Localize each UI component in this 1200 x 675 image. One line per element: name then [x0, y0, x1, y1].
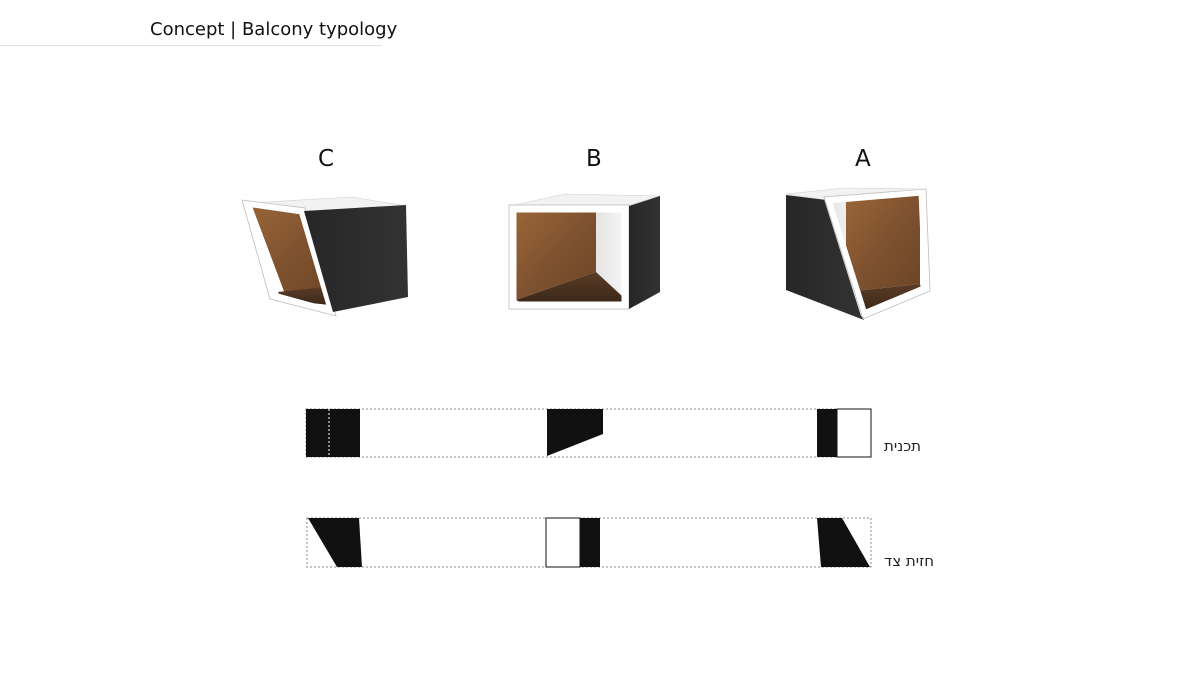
balcony-a-frame-edge: [823, 188, 931, 320]
balcony-c-side-shell: [304, 205, 408, 312]
balcony-b-inner-wall: [596, 210, 622, 296]
balcony-a-floor: [846, 284, 922, 312]
balcony-b-side-shell: [629, 196, 660, 309]
balcony-model-c: [241, 196, 408, 317]
plan-c-block: [306, 409, 360, 457]
balcony-c-frame-edge: [241, 199, 337, 317]
plan-b-block: [547, 409, 603, 456]
balcony-b-floor: [516, 272, 622, 302]
plan-a-dark-block: [817, 409, 837, 457]
side-c-block: [308, 518, 362, 567]
header-divider: [0, 45, 382, 46]
balcony-a-side-shell: [786, 195, 864, 320]
type-label-b: B: [586, 146, 602, 172]
type-label-a: A: [855, 146, 871, 172]
balcony-b-frame: [509, 205, 629, 309]
balcony-b-back-wall: [516, 210, 596, 300]
balcony-model-b: [508, 193, 661, 310]
side-a-block: [817, 518, 870, 567]
balcony-a-back-wall: [846, 194, 920, 292]
side-b-open-block: [545, 517, 581, 568]
side-row: [306, 517, 872, 568]
page-title: Concept | Balcony typology: [150, 19, 398, 40]
balcony-model-a: [785, 187, 931, 320]
balcony-a-frame: [824, 188, 930, 318]
plan-row: [305, 408, 872, 458]
balcony-c-frame: [242, 199, 336, 316]
plan-row-label: תכנית: [884, 437, 922, 455]
side-row-label: חזית צד: [884, 552, 935, 570]
side-b-dark-block: [580, 518, 600, 567]
type-label-c: C: [318, 146, 335, 172]
plan-a-open-block: [836, 408, 872, 458]
